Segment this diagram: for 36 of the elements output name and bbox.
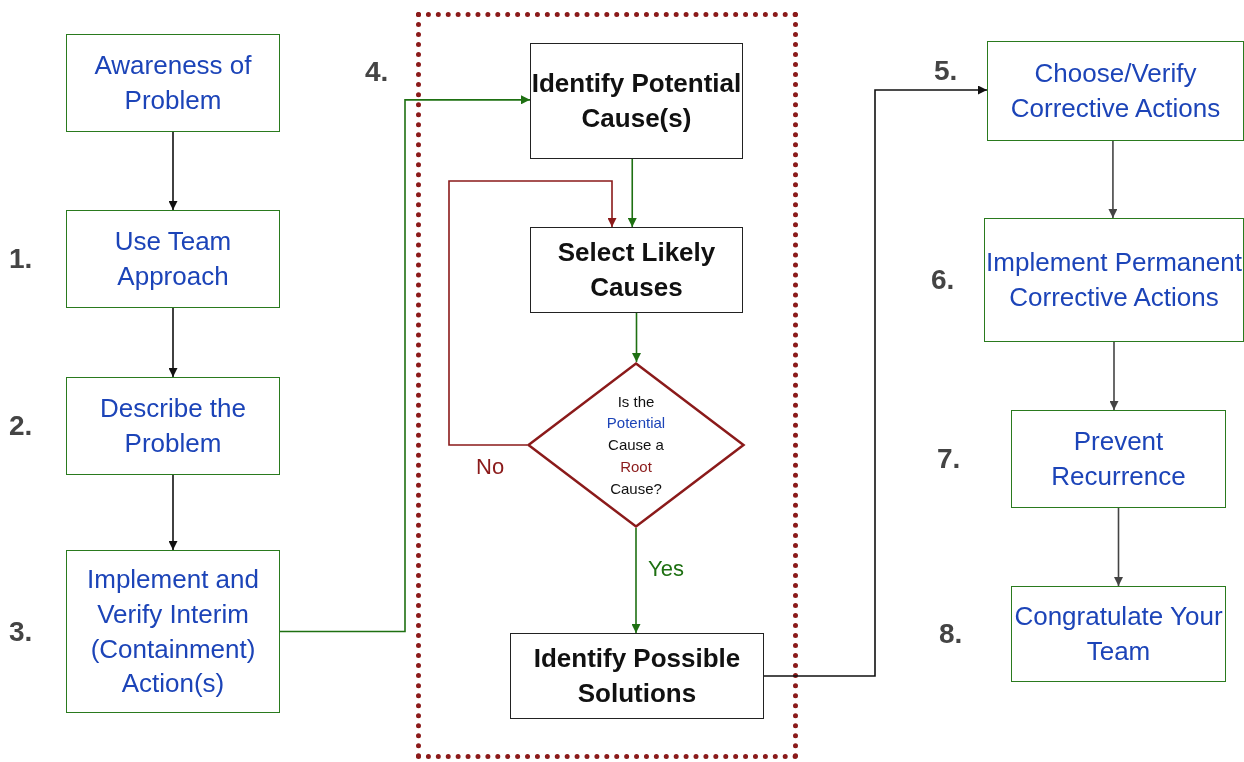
arrow bbox=[763, 85, 988, 677]
arrow bbox=[631, 527, 641, 634]
step-number: 8. bbox=[939, 618, 963, 650]
arrow bbox=[1109, 341, 1119, 411]
process-box bbox=[530, 43, 743, 159]
step-text: Implement Permanent Corrective Actions bbox=[985, 246, 1243, 314]
step-text: Congratulate Your Team bbox=[1013, 600, 1224, 668]
process-box bbox=[530, 227, 743, 313]
step-number: 1. bbox=[9, 243, 33, 275]
arrow bbox=[627, 158, 637, 228]
arrow bbox=[168, 474, 178, 551]
step-text: Choose/Verify Corrective Actions bbox=[1009, 57, 1222, 125]
arrow bbox=[632, 312, 641, 363]
step-number: 3. bbox=[9, 615, 33, 648]
step-text: Prevent Recurrence bbox=[1050, 425, 1187, 493]
arrow bbox=[168, 131, 178, 211]
arrow bbox=[448, 180, 617, 446]
step-number: 5. bbox=[934, 55, 958, 87]
step-text: Select Likely Causes bbox=[556, 236, 717, 304]
arrow bbox=[168, 307, 178, 378]
arrow bbox=[1114, 507, 1123, 587]
step-text: Use Team Approach bbox=[113, 225, 233, 293]
step-number: 4. bbox=[365, 56, 389, 88]
step-text: Identify Possible Solutions bbox=[532, 642, 742, 710]
step-text: Describe the Problem bbox=[99, 392, 247, 460]
step-text: Is the Potential Cause a Root Cause? bbox=[605, 391, 667, 499]
step-text: Identify Potential Cause(s) bbox=[531, 67, 742, 135]
step-number: 2. bbox=[9, 410, 33, 442]
arrow bbox=[1108, 140, 1118, 219]
step-text: Implement and Verify Interim (Containment) Action(s) bbox=[86, 563, 260, 701]
step-number: 6. bbox=[931, 264, 955, 296]
process-box bbox=[510, 633, 764, 719]
step-text: Awareness of Problem bbox=[93, 49, 253, 117]
step-number: 7. bbox=[937, 443, 961, 475]
step-box bbox=[66, 34, 280, 132]
arrow bbox=[279, 95, 531, 633]
